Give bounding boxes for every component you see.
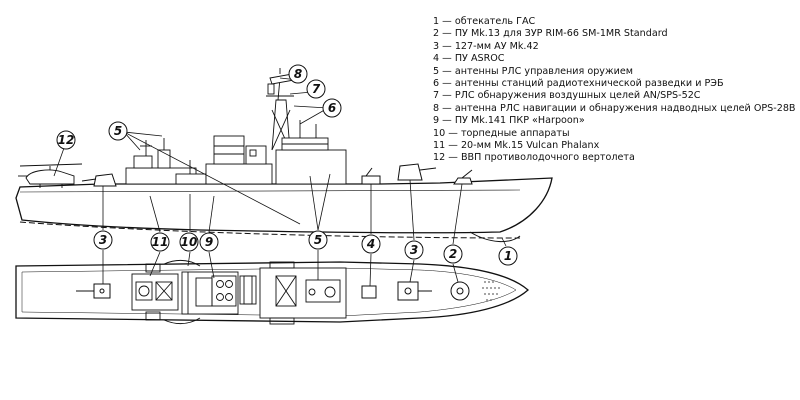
legend-item: 8 — антенна РЛС навигации и обнаружения …: [433, 102, 796, 114]
callout-1-circle: [498, 246, 518, 266]
callout-6: 6: [328, 101, 336, 115]
callout-9: 9: [205, 235, 213, 249]
callout-2-circle: [443, 244, 463, 264]
forward-superstructure: [275, 120, 347, 185]
main-mast: [266, 68, 295, 151]
callout-7-circle: [306, 79, 326, 99]
aft-block-top: [131, 259, 201, 325]
legend-item: 11 — 20-мм Mk.15 Vulcan Phalanx: [433, 140, 600, 152]
callout-3b: 3: [410, 243, 418, 257]
callout-9-circle: [199, 232, 219, 252]
mk13-side: [453, 169, 473, 185]
callout-8-circle: [288, 64, 308, 84]
callout-10: 10: [181, 235, 198, 249]
mid-block-top: [181, 271, 257, 315]
aft-gun-top: [76, 283, 111, 299]
callout-11-circle: [150, 232, 170, 252]
legend-item: 12 — ВВП противолодочного вертолета: [433, 152, 635, 164]
callout-3a-circle: [93, 230, 113, 250]
callout-2: 2: [449, 247, 457, 261]
legend-item: 5 — антенны РЛС управления оружием: [433, 65, 633, 77]
legend-item: 7 — РЛС обнаружения воздушных целей AN/S…: [433, 90, 701, 102]
callout-labels: 12 5 8 7 6 3 11 10 9 5 4 3 2 1: [58, 67, 513, 263]
aft-superstructure: [125, 138, 207, 185]
forward-gun-side: [397, 163, 437, 181]
mk13-top: [450, 281, 470, 301]
leader-lines: [53, 77, 507, 287]
forward-gun-top: [397, 281, 432, 301]
callout-4: 4: [366, 237, 375, 251]
forward-block-top: [259, 261, 347, 325]
asroc-top: [361, 285, 377, 299]
callout-3a: 3: [99, 233, 107, 247]
callout-11: 11: [152, 235, 169, 249]
callout-3b-circle: [404, 240, 424, 260]
callout-7: 7: [312, 82, 321, 96]
legend-item: 6 — антенны станций радиотехнической раз…: [433, 78, 724, 90]
callout-12-circle: [56, 130, 76, 150]
legend: 1 — обтекатель ГАС 2 — ПУ Mk.13 для ЗУР …: [433, 16, 796, 165]
side-view: [15, 68, 553, 242]
aft-gun-side: [81, 173, 117, 187]
callout-1: 1: [504, 249, 512, 263]
callout-4-circle: [361, 234, 381, 254]
bow-markings: [482, 281, 500, 301]
callout-5b: 5: [314, 233, 322, 247]
legend-item: 2 — ПУ Mk.13 для ЗУР RIM-66 SM-1MR Stand…: [433, 28, 668, 40]
legend-item: 4 — ПУ ASROC: [433, 53, 505, 65]
helicopter: [18, 163, 83, 188]
callout-10-circle: [179, 232, 199, 252]
callout-5a: 5: [114, 124, 122, 138]
legend-item: 10 — торпедные аппараты: [433, 127, 570, 139]
callout-12: 12: [58, 133, 75, 147]
waterline: [19, 221, 521, 239]
sonar-dome: [469, 231, 521, 242]
callout-8: 8: [294, 67, 302, 81]
legend-item: 3 — 127-мм АУ Mk.42: [433, 40, 539, 52]
callout-6-circle: [322, 98, 342, 118]
asroc-side: [361, 167, 381, 185]
callout-5a-circle: [108, 121, 128, 141]
legend-item: 9 — ПУ Mk.141 ПКР «Harpoon»: [433, 115, 585, 127]
mid-superstructure: [205, 135, 273, 185]
callouts: [56, 64, 518, 266]
callout-5b-circle: [308, 230, 328, 250]
legend-item: 1 — обтекатель ГАС: [433, 16, 536, 27]
top-view: [15, 259, 529, 325]
